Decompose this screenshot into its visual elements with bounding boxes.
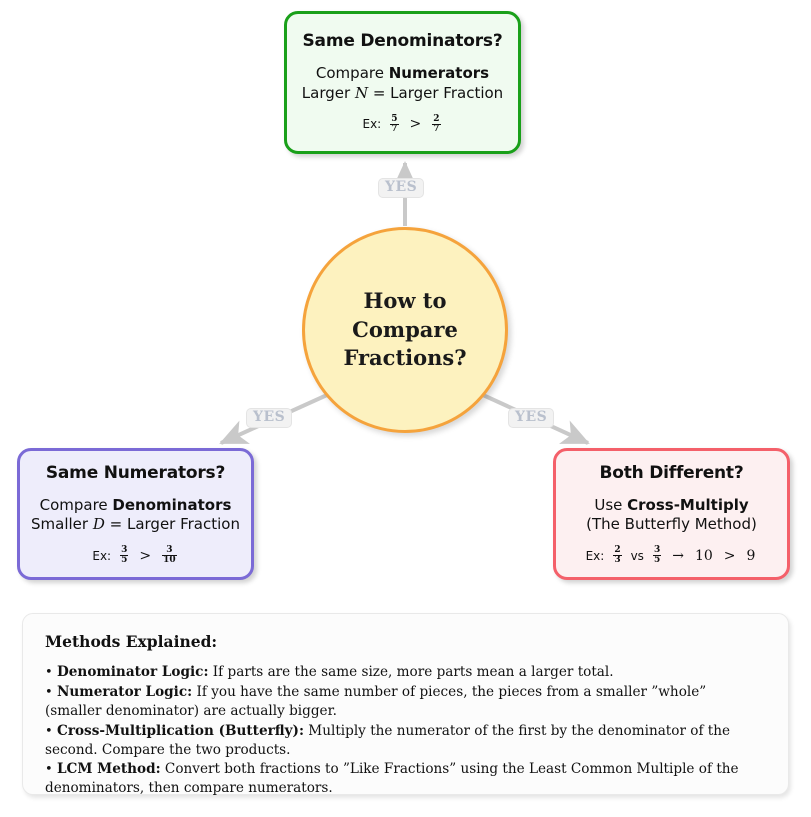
node-example-both-different: Ex: 2 3 vs 3 5 → 10 > 9 bbox=[586, 546, 758, 565]
example-result-right: 9 bbox=[746, 547, 756, 564]
method-text: Multiply the numerator of the first by t… bbox=[45, 722, 731, 758]
fraction-denominator: 7 bbox=[390, 123, 399, 134]
fraction-numerator: 5 bbox=[391, 113, 398, 124]
method-name: LCM Method: bbox=[57, 761, 161, 778]
edge-label-yes-left: YES bbox=[246, 408, 293, 429]
node-action-both-different: Use Cross-Multiply bbox=[594, 496, 748, 515]
method-text: If you have the same number of pieces, t… bbox=[45, 683, 707, 719]
node-title-both-different: Both Different? bbox=[599, 462, 744, 483]
action-bold: Numerators bbox=[388, 64, 490, 83]
node-both-different[interactable]: Both Different? Use Cross-Multiply (The … bbox=[553, 448, 790, 580]
bullet-icon: • bbox=[45, 684, 53, 700]
bullet-icon: • bbox=[45, 723, 53, 739]
rule-prefix: Larger bbox=[301, 83, 355, 102]
method-name: Numerator Logic: bbox=[57, 683, 193, 700]
methods-panel-title: Methods Explained: bbox=[45, 632, 218, 651]
node-action-same-numerators: Compare Denominators bbox=[40, 496, 232, 515]
example-operator: > bbox=[409, 116, 422, 133]
method-item: • Numerator Logic: If you have the same … bbox=[45, 683, 766, 721]
action-prefix: Compare bbox=[39, 495, 113, 514]
fraction-denominator: 3 bbox=[613, 555, 622, 566]
node-rule-same-numerators: Smaller D = Larger Fraction bbox=[31, 515, 240, 534]
fraction-numerator: 3 bbox=[653, 545, 661, 556]
example-fraction-right: 3 5 bbox=[652, 545, 662, 566]
rule-prefix: Smaller bbox=[31, 515, 93, 533]
method-name: Denominator Logic: bbox=[57, 664, 209, 680]
node-same-denominators[interactable]: Same Denominators? Compare Numerators La… bbox=[284, 11, 521, 154]
node-title-same-numerators: Same Numerators? bbox=[45, 462, 226, 483]
method-item: • Cross-Multiplication (Butterfly): Mult… bbox=[45, 722, 766, 760]
fraction-numerator: 2 bbox=[614, 545, 621, 556]
method-text: Convert both fractions to ”Like Fraction… bbox=[45, 761, 739, 797]
example-fraction-left: 3 5 bbox=[120, 545, 129, 566]
example-fraction-left: 5 7 bbox=[390, 113, 399, 134]
example-label: Ex: bbox=[92, 548, 112, 563]
rule-suffix: = Larger Fraction bbox=[104, 515, 240, 533]
node-rule-same-denominators: Larger N = Larger Fraction bbox=[302, 84, 503, 103]
rule-symbol: N bbox=[354, 83, 369, 102]
bullet-icon: • bbox=[45, 762, 53, 778]
method-name: Cross-Multiplication (Butterfly): bbox=[57, 722, 304, 739]
example-arrow-icon: → bbox=[672, 547, 684, 564]
action-prefix: Use bbox=[594, 495, 628, 514]
method-text: If parts are the same size, more parts m… bbox=[208, 664, 614, 680]
fraction-denominator: 7 bbox=[432, 123, 441, 134]
fraction-denominator: 5 bbox=[120, 555, 129, 566]
rule-symbol: D bbox=[92, 515, 105, 533]
root-question-label: How to Compare Fractions? bbox=[343, 287, 467, 371]
example-result-left: 10 bbox=[694, 547, 713, 564]
example-result-operator: > bbox=[723, 547, 736, 564]
node-example-same-denominators: Ex: 5 7 > 2 7 bbox=[362, 113, 443, 134]
node-title-same-denominators: Same Denominators? bbox=[302, 31, 503, 52]
example-fraction-right: 2 7 bbox=[432, 113, 441, 134]
node-same-numerators[interactable]: Same Numerators? Compare Denominators Sm… bbox=[17, 448, 254, 580]
method-item: • LCM Method: Convert both fractions to … bbox=[45, 760, 766, 798]
example-vs-label: vs bbox=[630, 548, 644, 563]
action-bold: Cross-Multiply bbox=[627, 495, 749, 514]
action-bold: Denominators bbox=[112, 495, 232, 514]
edge-label-yes-right: YES bbox=[508, 408, 555, 429]
node-action-same-denominators: Compare Numerators bbox=[316, 64, 489, 83]
node-rule-both-different: (The Butterfly Method) bbox=[586, 515, 757, 533]
fraction-numerator: 3 bbox=[121, 545, 128, 556]
bullet-icon: • bbox=[45, 665, 53, 680]
action-prefix: Compare bbox=[315, 64, 389, 83]
node-root-question[interactable]: How to Compare Fractions? bbox=[302, 227, 508, 433]
node-example-same-numerators: Ex: 3 5 > 3 10 bbox=[92, 546, 178, 565]
example-operator: > bbox=[139, 547, 152, 564]
method-item: • Denominator Logic: If parts are the sa… bbox=[45, 663, 766, 682]
example-fraction-left: 2 3 bbox=[613, 545, 622, 566]
fraction-denominator: 10 bbox=[162, 555, 177, 566]
fraction-numerator: 2 bbox=[433, 113, 440, 124]
example-label: Ex: bbox=[585, 548, 605, 563]
edge-label-yes-top: YES bbox=[378, 178, 425, 199]
fraction-denominator: 5 bbox=[652, 555, 662, 566]
example-label: Ex: bbox=[362, 117, 382, 132]
example-fraction-right: 3 10 bbox=[162, 546, 177, 565]
rule-suffix: = Larger Fraction bbox=[368, 83, 504, 102]
fraction-numerator: 3 bbox=[166, 545, 173, 556]
methods-explained-panel: Methods Explained: • Denominator Logic: … bbox=[22, 613, 789, 798]
